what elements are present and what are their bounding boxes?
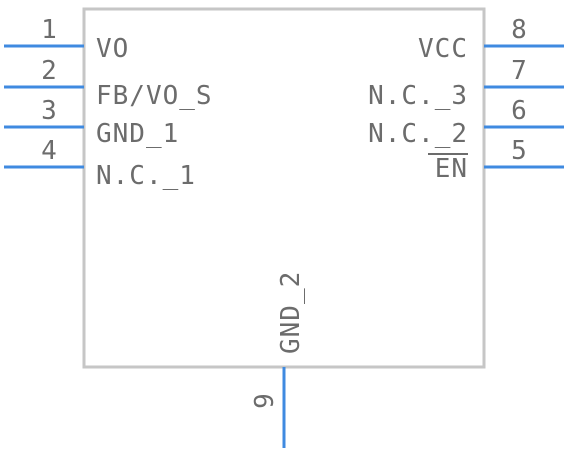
- pin-5-name: EN: [435, 154, 468, 184]
- pin-1-number: 1: [41, 15, 57, 45]
- pin-3-number: 3: [41, 96, 57, 126]
- pin-8-name: VCC: [418, 34, 468, 64]
- pin-6-name: N.C._2: [368, 119, 468, 149]
- pin-7-number: 7: [511, 56, 527, 86]
- pin-8-number: 8: [511, 15, 527, 45]
- pin-1-name: VO: [96, 34, 129, 64]
- pin-4-name: N.C._1: [96, 161, 196, 191]
- pin-7-name: N.C._3: [368, 81, 468, 111]
- pin-2-number: 2: [41, 56, 57, 86]
- pin-4-number: 4: [41, 136, 57, 166]
- pin-3-name: GND_1: [96, 119, 179, 149]
- pin-9-number: 9: [250, 393, 280, 409]
- pin-9-name: GND_2: [276, 271, 306, 354]
- pin-2-name: FB/VO_S: [96, 81, 213, 111]
- pin-5-number: 5: [511, 136, 527, 166]
- pin-6-number: 6: [511, 96, 527, 126]
